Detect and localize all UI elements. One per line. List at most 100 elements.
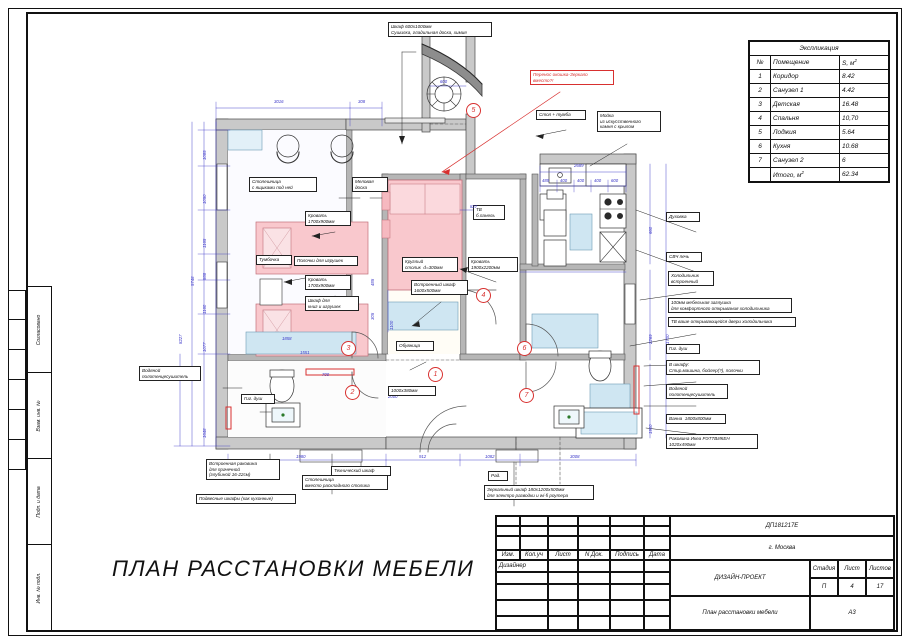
role-blank-1 (548, 560, 578, 572)
dim-misc-1551: 1551 (300, 350, 310, 355)
role-row2-c2 (548, 572, 578, 584)
exposition-no-1: 1 (749, 69, 771, 84)
dim-left-6: 1077 (202, 342, 207, 352)
title-block: Изм. Кол.уч Лист N Док. Подпись Дата Диз… (495, 515, 895, 631)
exposition-area-3: 16.48 (839, 97, 889, 112)
note-table-pipe: Стол + тумба (536, 110, 586, 120)
role-row4-c1 (496, 600, 548, 616)
dim-left-lower: 8227 (178, 334, 183, 344)
exposition-no-3: 3 (749, 97, 771, 112)
role-row3-c4 (610, 584, 644, 600)
stage-value: П (810, 578, 838, 596)
exposition-table: Экспликация № Помещение S, м2 1 Коридор … (748, 40, 890, 183)
exposition-caption: Экспликация (749, 41, 889, 56)
sheets-value: 17 (866, 578, 894, 596)
role-row4-c3 (578, 600, 610, 616)
exposition-no-4: 4 (749, 111, 771, 126)
rev-blank-r1c3 (548, 516, 578, 526)
furniture-dining (543, 189, 567, 267)
note-in-cabinet: В шкафу: Стир.машина, бойлер(?), полочки (666, 360, 760, 376)
exposition-no-2: 2 (749, 83, 771, 98)
exposition-total-spacer (749, 167, 771, 182)
role-designer: Дизайнер (496, 560, 548, 572)
dim-misc-1100: 1100 (389, 320, 394, 330)
exposition-room-4: Спальня (770, 111, 840, 126)
project-type: ДИЗАЙН-ПРОЕКТ (670, 560, 810, 596)
dim-misc-305: 305 (370, 312, 375, 320)
dim-misc-485: 485 (370, 278, 375, 286)
exposition-area-5: 5.64 (839, 125, 889, 140)
dimension-lines (173, 85, 667, 467)
dim-bottom-3: 1082 (485, 454, 495, 459)
note-sink-stone: Мойка из искусственного камня с крылом (597, 111, 661, 133)
exposition-total-label: Итого, м2 (770, 167, 840, 182)
dim-kitchen-1: 489 (542, 178, 550, 183)
note-bed-master: Кровать 1900x2200мм (468, 257, 518, 273)
dim-top-1: 3016 (274, 99, 284, 104)
dim-left-4: 888 (202, 272, 207, 280)
exposition-total-value: 62.34 (839, 167, 889, 182)
exposition-no-6: 6 (749, 139, 771, 154)
exposition-room-5: Лоджия (770, 125, 840, 140)
furniture-loggia-seat (426, 76, 462, 112)
rev-blank-r2c2 (520, 526, 548, 536)
role-row2-c4 (610, 572, 644, 584)
dim-misc-1900: 1900 (648, 424, 653, 434)
note-chalk-board: Меловая доска (352, 177, 388, 193)
dim-misc-2000: 2000 (388, 394, 398, 399)
exposition-room-3: Детская (770, 97, 840, 112)
role-row5-c2 (548, 616, 578, 630)
table-row: 4 Спальня 10,70 (749, 111, 889, 126)
note-washbasin: Раковина Икеа РЭТТВИКЕН 1020x490мм (666, 434, 758, 450)
note-bed-kids-2: Кровать 1700x900мм (305, 275, 351, 291)
rev-header-data: Дата (644, 550, 670, 560)
sheets-label: Листов (866, 560, 894, 578)
dim-misc-2269: 2269 (648, 334, 653, 344)
stage-label: Стадия (810, 560, 838, 578)
table-row: 6 Кухня 10.68 (749, 139, 889, 154)
rev-blank-r1c4 (578, 516, 610, 526)
rev-blank-r1c6 (644, 516, 670, 526)
role-blank-2 (578, 560, 610, 572)
room-mark-3: 3 (341, 341, 356, 356)
note-tv-panel: ТВ б.панель (473, 205, 505, 221)
room-mark-5: 5 (466, 103, 481, 118)
note-shoe-cabinet: Обувница (396, 341, 434, 351)
note-built-in-wardrobe: Встроенный шкаф 1600x500мм (411, 280, 468, 296)
table-row: 2 Санузел 1 4.42 (749, 83, 889, 98)
note-nightstand: Тумбочка (256, 255, 292, 265)
dim-misc-600: 600 (440, 79, 448, 84)
rev-blank-r1c2 (520, 516, 548, 526)
city: г. Москва (670, 536, 894, 560)
exposition-room-1: Коридор (770, 69, 840, 84)
leader-red (441, 91, 561, 175)
furniture-wall-cabinets (299, 449, 539, 463)
rev-header-list: Лист (548, 550, 578, 560)
dim-misc-1700: 1700 (665, 334, 670, 344)
exposition-room-2: Санузел 1 (770, 83, 840, 98)
note-round-table: Круглый столик d=300мм (402, 257, 458, 273)
note-fridge-plug: 100мм мебельная заглушка для комфортного… (668, 298, 792, 314)
table-row: 5 Лоджия 5.64 (749, 125, 889, 140)
role-row2-c5 (644, 572, 670, 584)
rev-blank-r2c5 (610, 526, 644, 536)
dim-misc-660: 660 (648, 226, 653, 234)
dim-kitchen-2: 400 (560, 178, 568, 183)
dim-left-3: 1165 (202, 238, 207, 248)
exposition-area-6: 10.68 (839, 139, 889, 154)
note-fridge-door: ТВ ваше открывающейся двери холодильника (668, 317, 796, 327)
page-title: ПЛАН РАССТАНОВКИ МЕБЕЛИ (112, 556, 475, 581)
role-row2-c1 (496, 572, 548, 584)
dim-left-5: 1160 (202, 304, 207, 314)
rev-blank-r3c5 (610, 536, 644, 550)
dim-kitchen-4: 400 (594, 178, 602, 183)
rev-blank-r2c4 (578, 526, 610, 536)
exposition-no-5: 5 (749, 125, 771, 140)
exposition-header-area: S, м2 (839, 55, 889, 70)
room-mark-4: 4 (476, 288, 491, 303)
sheet-label: Лист (838, 560, 866, 578)
room-mark-7: 7 (519, 388, 534, 403)
table-row: 3 Детская 16.48 (749, 97, 889, 112)
note-wall-cabinets: Подвесные шкафы (как кухонные) (196, 494, 296, 504)
sheet-value: 4 (838, 578, 866, 596)
